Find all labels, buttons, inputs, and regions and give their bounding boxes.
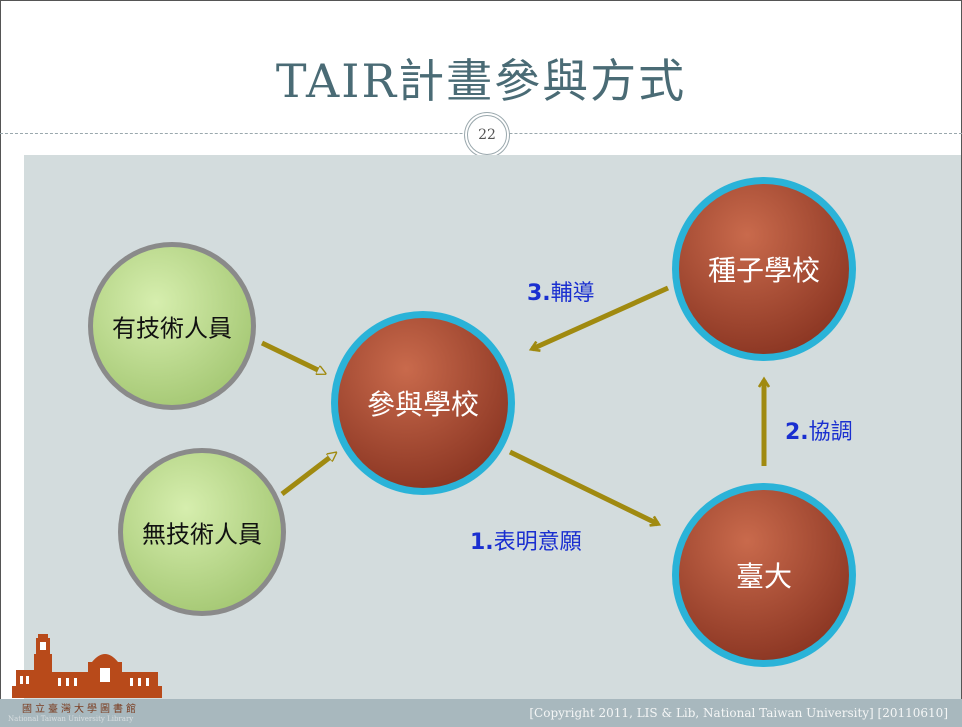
slide-title: TAIR計畫參與方式 xyxy=(275,54,687,108)
footer-bar xyxy=(0,699,962,727)
node-seed-school xyxy=(672,177,856,361)
node-ntu xyxy=(672,483,856,667)
node-no-tech-label: 無技術人員 xyxy=(142,520,262,549)
step1-text: 表明意願 xyxy=(493,530,582,555)
arrow-no-tech-to-participant xyxy=(280,455,333,496)
arrow-seed-to-participant xyxy=(532,285,670,349)
step2-text: 協調 xyxy=(808,420,853,445)
step1-label: 1.表明意願 xyxy=(470,524,582,556)
footer-copyright: [Copyright 2011, LIS & Lib, National Tai… xyxy=(529,706,948,720)
node-has-tech-label: 有技術人員 xyxy=(112,314,232,343)
step2-label: 2.協調 xyxy=(785,414,853,446)
logo-library-subtitle: National Taiwan University Library xyxy=(8,715,134,723)
step3-text: 輔導 xyxy=(550,281,595,306)
node-seed-school-label: 種子學校 xyxy=(707,254,821,287)
node-participant-school xyxy=(331,311,515,495)
step3-number: 3. xyxy=(527,281,551,306)
step1-number: 1. xyxy=(470,530,494,555)
node-participant-school-label: 參與學校 xyxy=(366,388,480,421)
arrow-has-tech-to-participant xyxy=(260,340,322,372)
node-ntu-label: 臺大 xyxy=(735,560,793,593)
library-logo-icon xyxy=(12,634,162,698)
step2-number: 2. xyxy=(785,420,809,445)
arrow-participant-to-ntu xyxy=(508,449,658,524)
node-has-tech xyxy=(88,242,256,410)
step3-label: 3.輔導 xyxy=(527,275,595,307)
node-no-tech xyxy=(118,448,286,616)
page-number: 22 xyxy=(467,115,507,155)
logo-library-name: 國立臺灣大學圖書館 xyxy=(22,704,139,715)
